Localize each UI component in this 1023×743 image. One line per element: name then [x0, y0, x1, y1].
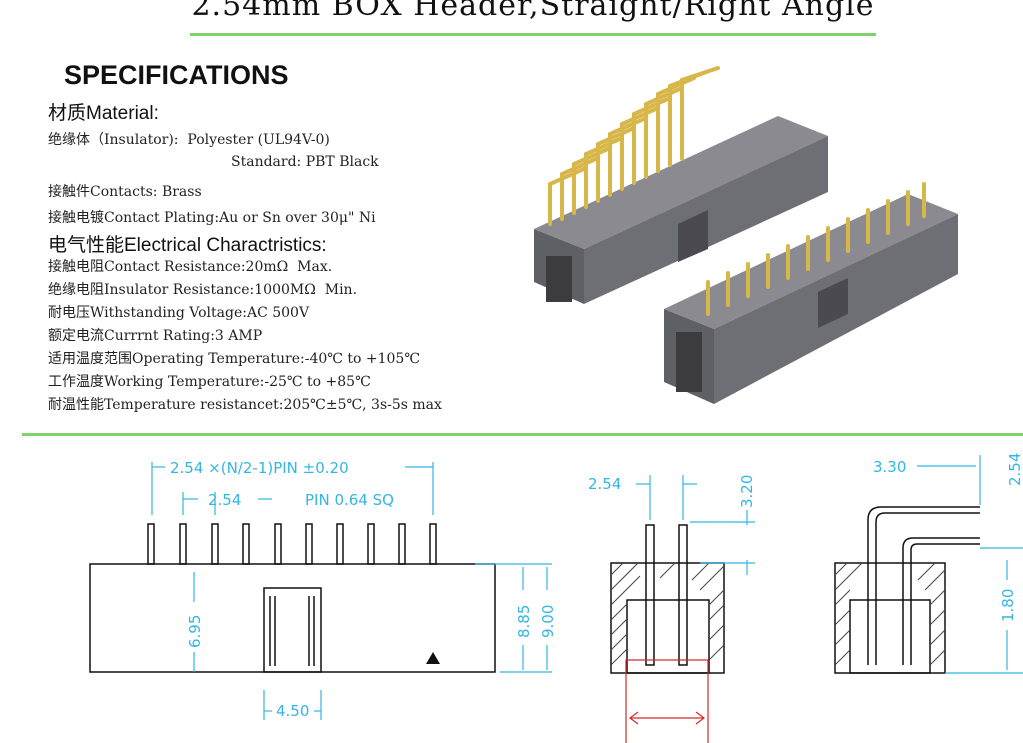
- right-angle-view: [834, 506, 980, 674]
- right-angle-hatch: [834, 562, 946, 666]
- spec-insulator-resistance: 绝缘电阻Insulator Resistance:1000MΩ Min.: [48, 282, 358, 298]
- front-pins: [147, 523, 437, 565]
- spec-current-rating: 额定电流Currrnt Rating:3 AMP: [48, 328, 263, 344]
- spec-working-temperature: 工作温度Working Temperature:-25℃ to +85℃: [48, 374, 371, 390]
- material-heading: 材质Material:: [48, 103, 159, 124]
- dim-overall-pitch: 2.54 ×(N/2-1)PIN ±0.20: [170, 459, 349, 477]
- dim-side-pin-height: 3.20: [738, 475, 756, 508]
- dim-pin-length: 6.95: [186, 615, 204, 648]
- spec-insulator-standard: Standard: PBT Black: [231, 154, 379, 170]
- side-dimension-lines: [636, 475, 755, 575]
- dim-total-height: 9.00: [539, 605, 557, 638]
- product-render: [534, 66, 958, 404]
- section-divider: [22, 433, 1023, 436]
- spec-temperature-resistance: 耐温性能Temperature resistancet:205℃±5℃, 3s-…: [48, 397, 442, 413]
- straight-header-render: [664, 182, 958, 404]
- electrical-heading: 电气性能Electrical Charactristics:: [48, 235, 327, 256]
- side-view-hatch: [610, 562, 725, 666]
- highlight-box: [625, 659, 709, 743]
- front-dimension-lines: [151, 462, 552, 720]
- right-angle-header-render: [534, 66, 828, 304]
- right-angle-dimension-lines: [917, 455, 1023, 674]
- dim-slot-width: 4.50: [276, 702, 309, 720]
- side-view: [610, 524, 725, 674]
- dim-ra-partial: 2.54: [1006, 453, 1023, 486]
- dim-ra-height: 1.80: [999, 589, 1017, 622]
- technical-drawing: 2.54 ×(N/2-1)PIN ±0.20 2.54 PIN 0.64 SQ …: [89, 453, 1023, 743]
- spec-contact-plating: 接触电镀Contact Plating:Au or Sn over 30μ" N…: [48, 210, 376, 226]
- dim-pin-spec: PIN 0.64 SQ: [305, 491, 394, 509]
- dim-pitch: 2.54: [208, 491, 241, 509]
- spec-withstanding-voltage: 耐电压Withstanding Voltage:AC 500V: [48, 305, 310, 321]
- spec-insulator: 绝缘体（Insulator): Polyester (UL94V-0): [48, 132, 330, 148]
- specifications-heading: SPECIFICATIONS: [64, 60, 289, 90]
- spec-contacts: 接触件Contacts: Brass: [48, 184, 202, 200]
- page-title: 2.54mm BOX Header,Straight/Right Angle: [191, 0, 875, 23]
- title-divider: [190, 33, 876, 36]
- dim-body-height: 8.85: [515, 605, 533, 638]
- pin1-marker-icon: [426, 652, 440, 664]
- front-view: [89, 523, 496, 673]
- dim-ra-length: 3.30: [873, 458, 906, 476]
- spec-contact-resistance: 接触电阻Contact Resistance:20mΩ Max.: [48, 259, 333, 275]
- spec-operating-temperature: 适用温度范围Operating Temperature:-40℃ to +105…: [48, 351, 421, 367]
- dim-side-pitch: 2.54: [588, 475, 621, 493]
